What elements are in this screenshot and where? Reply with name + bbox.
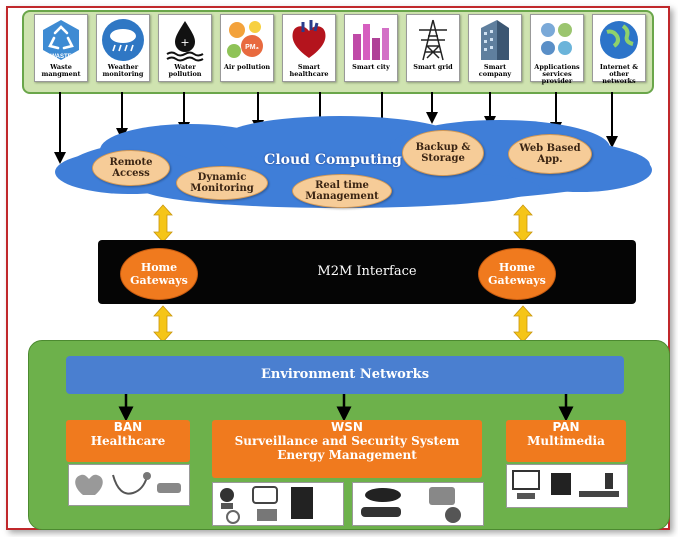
env-down-arrows [118,394,574,422]
app-label: Smart grid [413,63,453,71]
app-label: Water pollution [168,63,202,78]
sensor-devices-icon [220,486,313,524]
app-waste: WASTE Waste mangment [34,14,88,82]
app-smart-grid: Smart grid [406,14,460,82]
app-label: Smart city [352,63,390,71]
bubble-realtime-management: Real time Management [292,174,392,208]
heart-icon [292,20,326,58]
svg-text:WASTE: WASTE [50,54,71,60]
wsn-abbr: WSN [331,420,363,434]
healthcare-devices-icon [75,472,181,495]
bubble-backup-storage: Backup & Storage [402,130,484,176]
app-label: Waste mangment [41,63,81,78]
waste-icon: WASTE [43,20,79,60]
app-label: Applications services provider [534,63,580,85]
pan-devices-image [506,464,628,508]
ban-box: BAN Healthcare [66,420,190,462]
app-to-cloud-arrows [54,92,618,164]
app-weather: Weather monitoring [96,14,150,82]
home-gateway-right: Home Gateways [478,248,556,300]
water-drop-icon: + [166,21,204,62]
app-water-pollution: + Water pollution [158,14,212,82]
pan-title: Multimedia [527,434,605,448]
globe-icon [600,21,638,59]
cloud-computing-title: Cloud Computing [264,152,402,168]
wsn-sensors-image [212,482,344,526]
app-label: Weather monitoring [102,63,144,78]
pan-box: PAN Multimedia [506,420,626,462]
ban-abbr: BAN [113,420,143,434]
home-gateway-left: Home Gateways [120,248,198,300]
app-smart-city: Smart city [344,14,398,82]
app-internet: Internet & other networks [592,14,646,85]
app-smart-healthcare: Smart healthcare [282,14,336,82]
app-smart-company: Smart company [468,14,522,82]
wsn-line1: Surveillance and Security System [234,434,460,448]
ban-title: Healthcare [90,434,166,448]
air-molecule-icon: PM₃ [227,21,263,58]
environment-networks-bar: Environment Networks [66,356,624,394]
svg-text:+: + [180,36,189,49]
security-devices-icon [361,487,461,523]
bubble-dynamic-monitoring: Dynamic Monitoring [176,166,268,200]
bubble-remote-access: Remote Access [92,150,170,186]
app-label: Smart company [478,63,512,78]
bubble-web-based-app: Web Based App. [508,134,592,174]
weather-icon [102,19,144,61]
app-services-provider: Applications services provider [530,14,584,85]
power-tower-icon [419,19,447,61]
wsn-security-image [352,482,484,526]
app-services-icon [541,23,572,55]
wsn-line2: Energy Management [277,448,417,462]
multimedia-devices-icon [512,470,619,499]
building-icon [481,20,509,60]
app-label: Air pollution [223,63,271,71]
app-label: Smart healthcare [289,63,329,78]
svg-text:PM₃: PM₃ [245,44,259,51]
city-icon [353,24,389,60]
app-label: Internet & other networks [599,63,639,85]
pan-abbr: PAN [552,420,580,434]
m2m-label: M2M Interface [317,264,417,279]
ban-devices-image [68,464,190,506]
wsn-box: WSN Surveillance and Security System Ene… [212,420,482,478]
app-air-pollution: PM₃ Air pollution [220,14,274,82]
yellow-double-arrows [153,204,533,343]
